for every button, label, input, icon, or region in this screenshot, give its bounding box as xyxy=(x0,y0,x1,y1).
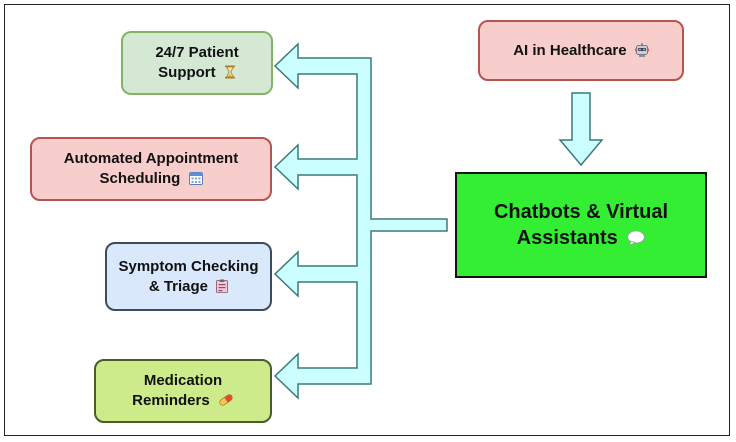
node-appointment-scheduling-label: Automated Appointment Scheduling xyxy=(63,150,239,187)
node-medication-reminders: Medication Reminders xyxy=(94,359,272,423)
node-ai-in-healthcare-label: AI in Healthcare xyxy=(513,41,627,59)
node-patient-support-label: 24/7 Patient Support xyxy=(155,44,239,81)
node-symptom-checking: Symptom Checking & Triage xyxy=(105,242,272,311)
node-medication-reminders-label: Medication Reminders xyxy=(132,372,223,409)
clipboard-icon xyxy=(216,279,229,293)
calendar-icon xyxy=(188,172,203,185)
node-symptom-checking-label: Symptom Checking & Triage xyxy=(118,257,259,295)
arrow-bus-chatbots-to-outcomes xyxy=(273,42,448,400)
hourglass-icon xyxy=(224,65,235,79)
node-ai-in-healthcare: AI in Healthcare xyxy=(478,20,684,81)
node-appointment-scheduling: Automated Appointment Scheduling xyxy=(30,137,272,201)
node-patient-support: 24/7 Patient Support xyxy=(121,31,273,95)
robot-icon xyxy=(634,42,649,57)
arrow-ai-to-chatbots xyxy=(558,92,604,167)
node-chatbots-virtual-assistants: Chatbots & Virtual Assistants xyxy=(455,172,707,278)
speech-bubble-icon xyxy=(627,230,646,246)
node-chatbots-virtual-assistants-label: Chatbots & Virtual Assistants xyxy=(493,201,669,249)
pill-icon xyxy=(219,394,233,406)
